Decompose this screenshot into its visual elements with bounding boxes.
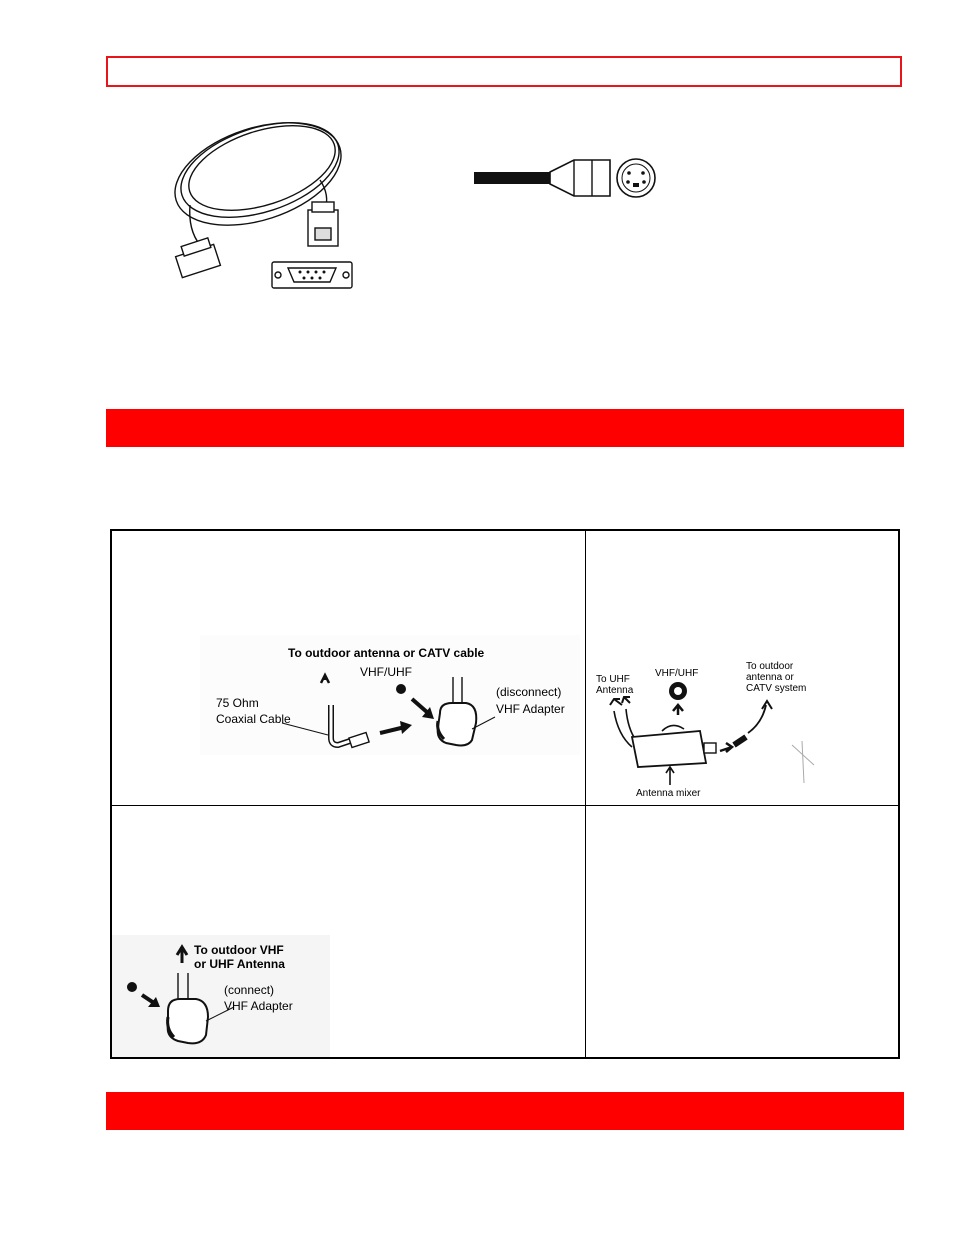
label-adapter-line1: (connect): [224, 983, 275, 997]
antenna-mixer-diagram: [609, 682, 815, 785]
section-header-bar: [106, 409, 904, 447]
label-adapter-line1: (disconnect): [496, 685, 562, 699]
figure-connect-adapter: To outdoor VHF or UHF Antenna (connect) …: [112, 935, 330, 1057]
label-vhf-uhf: VHF/UHF: [655, 668, 699, 679]
label-to-uhf-line2: Antenna: [596, 685, 634, 696]
label-adapter-line2: VHF Adapter: [496, 702, 565, 716]
label-antenna-mixer: Antenna mixer: [636, 788, 701, 799]
label-coax-line2: Coaxial Cable: [216, 712, 291, 726]
section-header-bar: [106, 1092, 904, 1130]
rgb-cable-illustration: [160, 110, 360, 295]
figure-antenna-mixer: To UHF Antenna VHF/UHF To outdoor antenn…: [592, 655, 822, 805]
label-to-antenna-line2: or UHF Antenna: [194, 957, 285, 971]
figure-disconnect-adapter: To outdoor antenna or CATV cable VHF/UHF…: [200, 635, 580, 755]
connect-diagram: [127, 944, 235, 1045]
label-adapter-line2: VHF Adapter: [224, 999, 293, 1013]
header-outline-bar: [106, 56, 902, 87]
connection-table: [110, 529, 900, 1059]
table-divider: [110, 805, 900, 806]
table-divider: [585, 529, 586, 1059]
label-to-outdoor-antenna: To outdoor antenna or CATV cable: [288, 646, 485, 660]
label-to-antenna-line1: To outdoor VHF: [194, 943, 284, 957]
label-outdoor-line2: antenna or: [746, 672, 794, 683]
s-video-cable-illustration: [474, 158, 656, 198]
label-vhf-uhf: VHF/UHF: [360, 665, 412, 679]
disconnect-diagram: [281, 672, 496, 749]
label-outdoor-line1: To outdoor: [746, 661, 794, 672]
label-to-uhf-line1: To UHF: [596, 674, 630, 685]
label-outdoor-line3: CATV system: [746, 683, 807, 694]
label-coax-line1: 75 Ohm: [216, 696, 259, 710]
